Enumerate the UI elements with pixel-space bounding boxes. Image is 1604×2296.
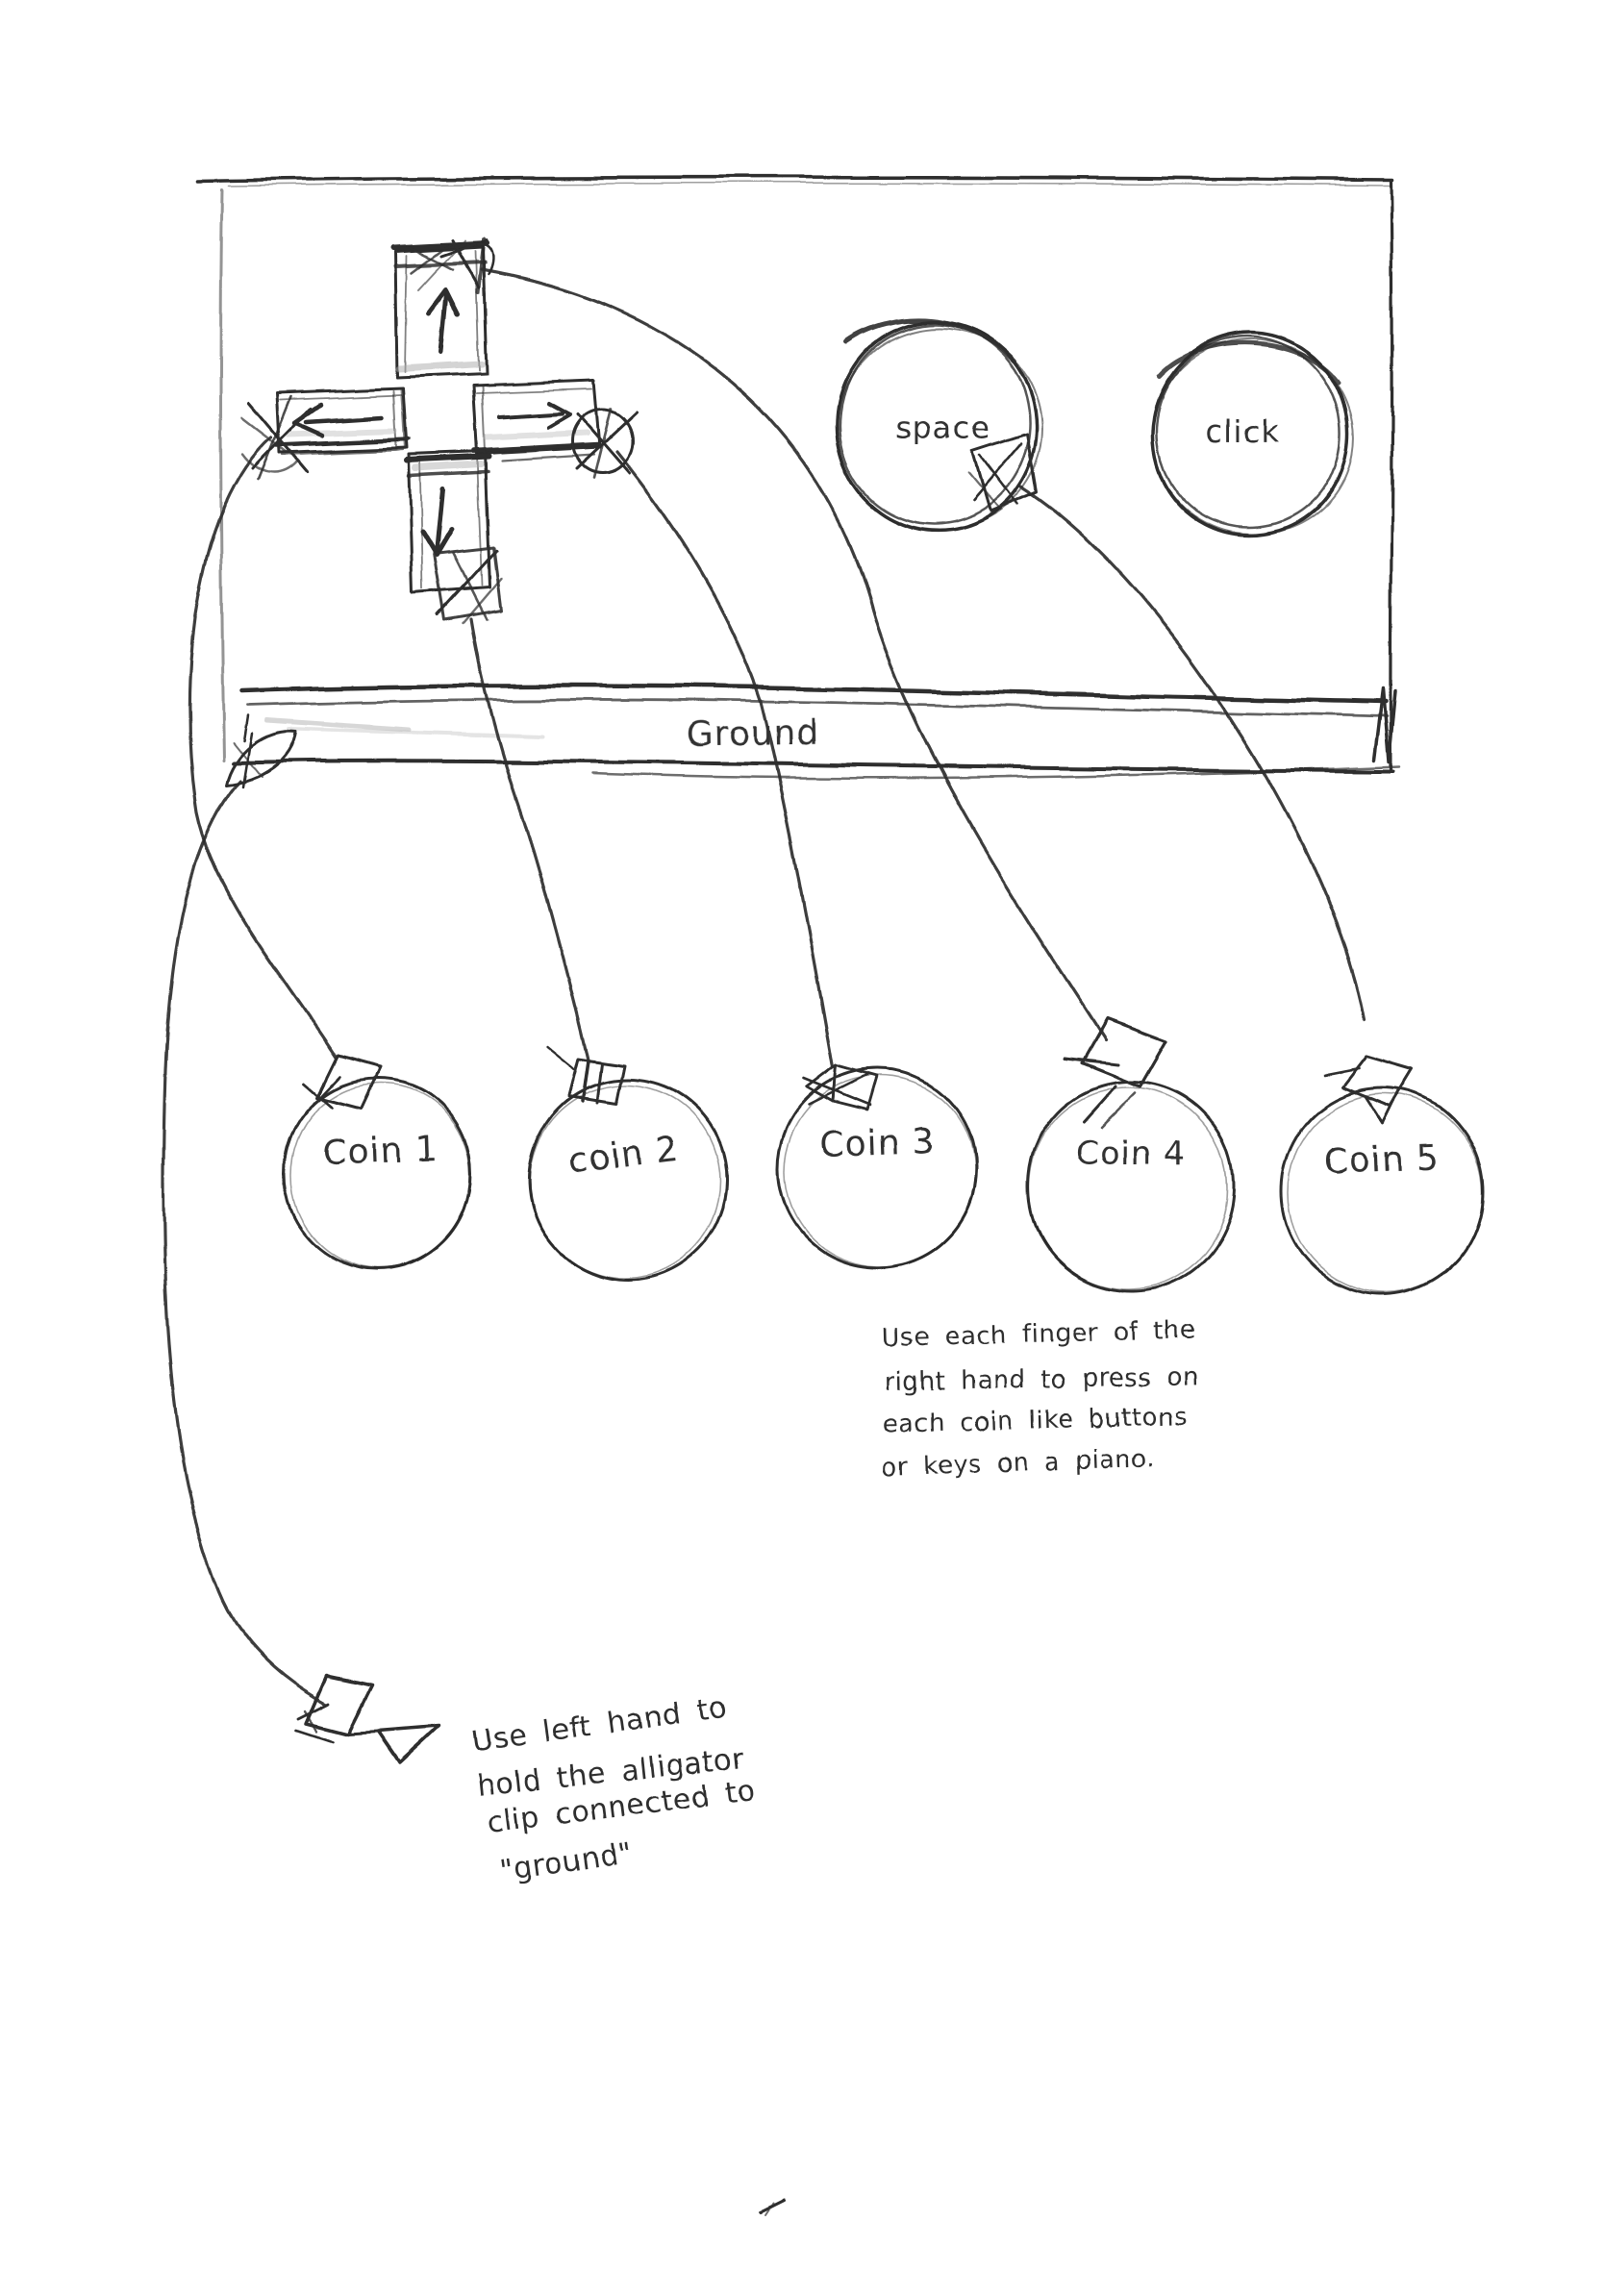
coin-3-label: Coin 3 xyxy=(819,1122,937,1165)
coin-5-label: Coin 5 xyxy=(1323,1138,1441,1182)
coin-4 xyxy=(1026,1017,1236,1293)
space-clip xyxy=(967,433,1039,513)
coin-3 xyxy=(776,1063,978,1269)
click-label: click xyxy=(1206,413,1280,450)
down-arrow-icon xyxy=(420,487,456,559)
dpad-up-key xyxy=(390,237,495,380)
stray-mark xyxy=(757,2199,784,2216)
note-left-hand: Use left hand to hold the alligator clip… xyxy=(469,1690,758,1888)
right-key-clip xyxy=(570,407,638,480)
coin-5 xyxy=(1279,1055,1485,1296)
ground-alligator-clip xyxy=(225,713,297,788)
controller-board-outline xyxy=(196,175,1393,771)
wire-right-arrow-to-coin3 xyxy=(614,450,835,1069)
coin-2-label: coin 2 xyxy=(566,1129,681,1182)
note-right-hand-line-4: or keys on a piano. xyxy=(881,1444,1155,1483)
note-right-hand-line-3: each coin like buttons xyxy=(882,1403,1188,1439)
coin-1 xyxy=(283,1054,473,1271)
coin-1-label: Coin 1 xyxy=(322,1130,439,1173)
coin-3-clip xyxy=(802,1063,879,1112)
note-right-hand-line-2: right hand to press on xyxy=(885,1362,1199,1397)
dpad-right-key xyxy=(471,379,638,480)
wire-left-arrow-to-coin1 xyxy=(188,436,338,1060)
coins xyxy=(283,1017,1485,1296)
wire-up-arrow-to-coin4 xyxy=(479,268,1108,1042)
coin-2-clip xyxy=(545,1046,626,1106)
left-arrow-icon xyxy=(292,402,385,438)
note-left-hand-line-4: "ground" xyxy=(498,1836,634,1888)
wire-down-arrow-to-coin2 xyxy=(469,617,590,1061)
space-button xyxy=(835,317,1043,533)
wire-space-to-coin5 xyxy=(1019,486,1366,1021)
wires xyxy=(162,268,1366,1706)
right-arrow-icon xyxy=(497,401,572,429)
wire-ground-to-hand-clip xyxy=(162,779,329,1706)
up-arrow-icon xyxy=(426,288,462,356)
space-label: space xyxy=(895,410,990,446)
coin-4-clip xyxy=(1064,1017,1168,1129)
coin-4-label: Coin 4 xyxy=(1076,1135,1186,1173)
coin-2 xyxy=(527,1046,729,1282)
note-right-hand-line-1: Use each finger of the xyxy=(881,1315,1196,1353)
dpad-down-key xyxy=(404,450,503,625)
note-right-hand: Use each finger of the right hand to pre… xyxy=(881,1315,1199,1483)
left-key-clip xyxy=(239,395,313,482)
dpad xyxy=(239,237,638,625)
hand-held-alligator-clip xyxy=(295,1674,440,1764)
down-key-clip xyxy=(433,546,503,625)
ground-bar-scribble xyxy=(1372,687,1397,763)
coin-5-clip xyxy=(1322,1055,1415,1126)
ground-label: Ground xyxy=(686,713,819,755)
click-button xyxy=(1150,331,1355,538)
dpad-left-key xyxy=(239,387,411,482)
coin-1-clip xyxy=(304,1054,383,1111)
